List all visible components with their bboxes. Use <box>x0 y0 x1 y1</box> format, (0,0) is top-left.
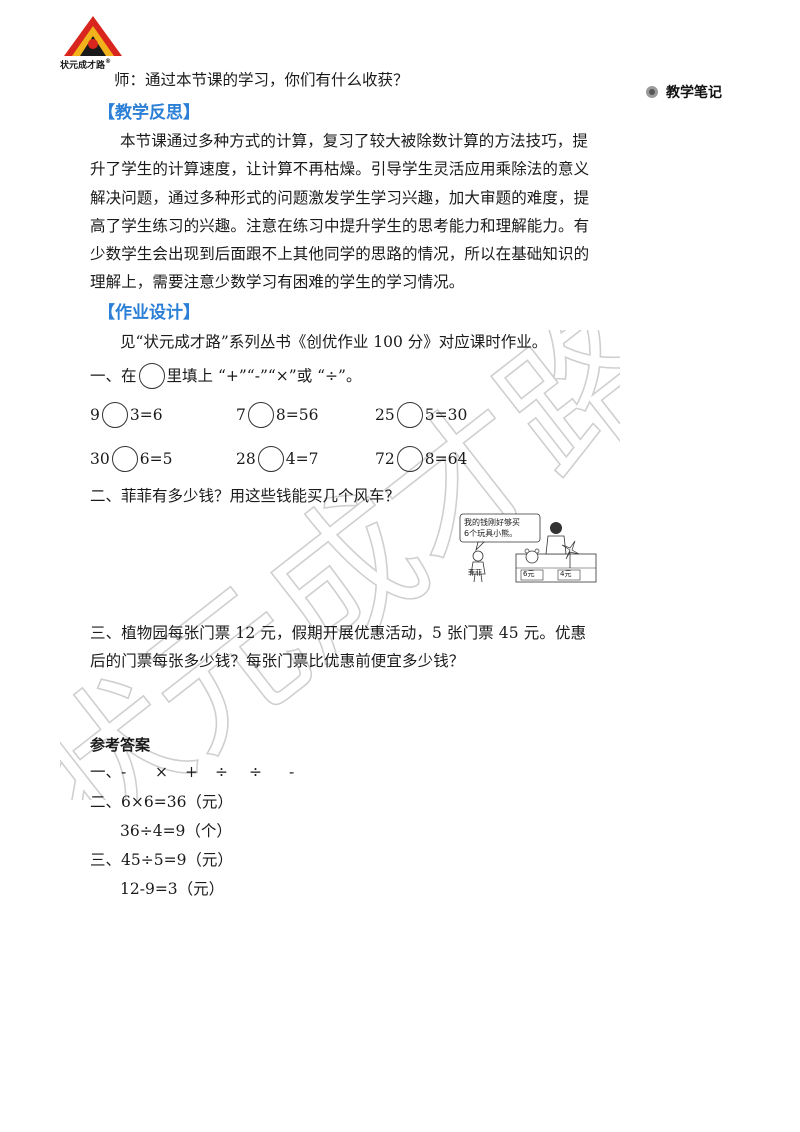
equation-item: 25 5=30 <box>375 402 467 428</box>
logo-registered: ® <box>105 58 112 65</box>
question-2: 二、菲菲有多少钱？用这些钱能买几个风车？ <box>90 487 401 505</box>
reflection-line: 理解上，需要注意少数学习有困难的学生的学习情况。 <box>90 273 465 292</box>
equation-item: 9 3=6 <box>90 402 163 428</box>
girl-name-label: 菲菲 <box>468 569 482 577</box>
speech-line: 6个玩具小熊。 <box>464 529 518 538</box>
reflection-line: 解决问题，通过多种形式的问题激发学生学习兴趣，加大审题的难度，提 <box>90 188 590 207</box>
notes-bullet-icon <box>646 86 658 98</box>
answer-1: 一、 - × + ÷ ÷ - <box>90 758 294 786</box>
answer-blank-circle[interactable] <box>101 402 128 428</box>
answer-label: 一、 <box>90 763 122 781</box>
equation-right: 8=56 <box>275 406 319 424</box>
answer-op: + <box>185 763 199 781</box>
answer-line: 6×6=36（元） <box>121 793 233 811</box>
equation-item: 30 6=5 <box>90 446 172 472</box>
equation-right: 4=7 <box>285 450 319 468</box>
answer-op: × <box>155 763 169 781</box>
answer-label: 三、 <box>90 851 122 869</box>
answer-op: - <box>121 763 127 781</box>
equation-item: 72 8=64 <box>375 446 467 472</box>
reflection-line: 少数学生会出现到后面跟不上其他同学的思路的情况，所以在基础知识的 <box>90 245 590 264</box>
equation-left: 72 <box>375 450 395 468</box>
answer-op: ÷ <box>249 763 263 781</box>
equation-left: 30 <box>90 450 110 468</box>
answer-label: 二、 <box>90 793 122 811</box>
answer-op: ÷ <box>215 763 229 781</box>
notes-label-text: 教学笔记 <box>666 85 722 101</box>
answer-line: 12-9=3（元） <box>120 880 225 898</box>
q1-suffix: 里填上 “+”“-”“×”或 “÷”。 <box>166 367 362 385</box>
answer-3: 三、45÷5=9（元） <box>90 846 233 874</box>
shop-scene-image <box>459 513 597 583</box>
answers-title: 参考答案 <box>90 736 151 754</box>
equation-item: 28 4=7 <box>236 446 318 472</box>
answer-op: - <box>289 763 295 781</box>
q3-line: 三、植物园每张门票 12 元，假期开展优惠活动，5 张门票 45 元。优惠 <box>90 624 587 642</box>
equation-left: 7 <box>236 406 246 424</box>
answer-blank-circle[interactable] <box>396 402 423 428</box>
reflection-line: 本节课通过多种方式的计算，复习了较大被除数计算的方法技巧，提 <box>120 132 589 150</box>
answer-blank-circle[interactable] <box>111 446 138 472</box>
price-tag-windmill: 4元 <box>560 570 572 578</box>
answer-line: 36÷4=9（个） <box>120 822 232 840</box>
answer-blank-circle[interactable] <box>247 402 274 428</box>
answer-blank-circle[interactable] <box>396 446 423 472</box>
answer-line: 45÷5=9（元） <box>121 851 233 869</box>
speech-bubble: 我的钱刚好够买 6个玩具小熊。 <box>464 517 520 539</box>
reflection-line: 升了学生的计算速度，让计算不再枯燥。引导学生灵活应用乘除法的意义 <box>90 160 590 179</box>
publisher-logo: 状元成才路® <box>58 14 128 71</box>
question-3: 三、植物园每张门票 12 元，假期开展优惠活动，5 张门票 45 元。优惠 后的… <box>90 619 610 676</box>
price-tag-bear: 6元 <box>523 570 535 578</box>
homework-intro: 见“状元成才路”系列丛书《创优作业 100 分》对应课时作业。 <box>120 333 548 351</box>
logo-text: 状元成才路 <box>60 61 106 71</box>
reflection-paragraph: 本节课通过多种方式的计算，复习了较大被除数计算的方法技巧，提 升了学生的计算速度… <box>90 127 600 297</box>
equation-right: 3=6 <box>129 406 163 424</box>
answer-2: 二、6×6=36（元） <box>90 788 233 816</box>
teaching-notes-label: 教学笔记 <box>644 82 722 102</box>
answer-blank-circle[interactable] <box>257 446 284 472</box>
reflection-line: 高了学生练习的兴趣。注意在练习中提升学生的思考能力和理解能力。有 <box>90 216 590 235</box>
equation-item: 7 8=56 <box>236 402 318 428</box>
teacher-question: 师：通过本节课的学习，你们有什么收获？ <box>114 71 409 89</box>
blank-circle-icon <box>138 363 165 389</box>
shop-illustration: 我的钱刚好够买 6个玩具小熊。 菲菲 6元 4元 <box>458 512 598 584</box>
equation-right: 5=30 <box>424 406 468 424</box>
q3-line: 后的门票每张多少钱？每张门票比优惠前便宜多少钱？ <box>90 652 465 671</box>
equation-right: 6=5 <box>139 450 173 468</box>
q1-prefix: 一、在 <box>90 367 137 385</box>
question-1-instruction: 一、在 里填上 “+”“-”“×”或 “÷”。 <box>90 362 361 390</box>
equation-left: 9 <box>90 406 100 424</box>
reflection-heading: 【教学反思】 <box>98 103 200 123</box>
homework-heading: 【作业设计】 <box>98 303 200 323</box>
speech-line: 我的钱刚好够买 <box>464 518 520 527</box>
logo-emblem <box>64 16 122 56</box>
equation-left: 28 <box>236 450 256 468</box>
equation-right: 8=64 <box>424 450 468 468</box>
equation-left: 25 <box>375 406 395 424</box>
